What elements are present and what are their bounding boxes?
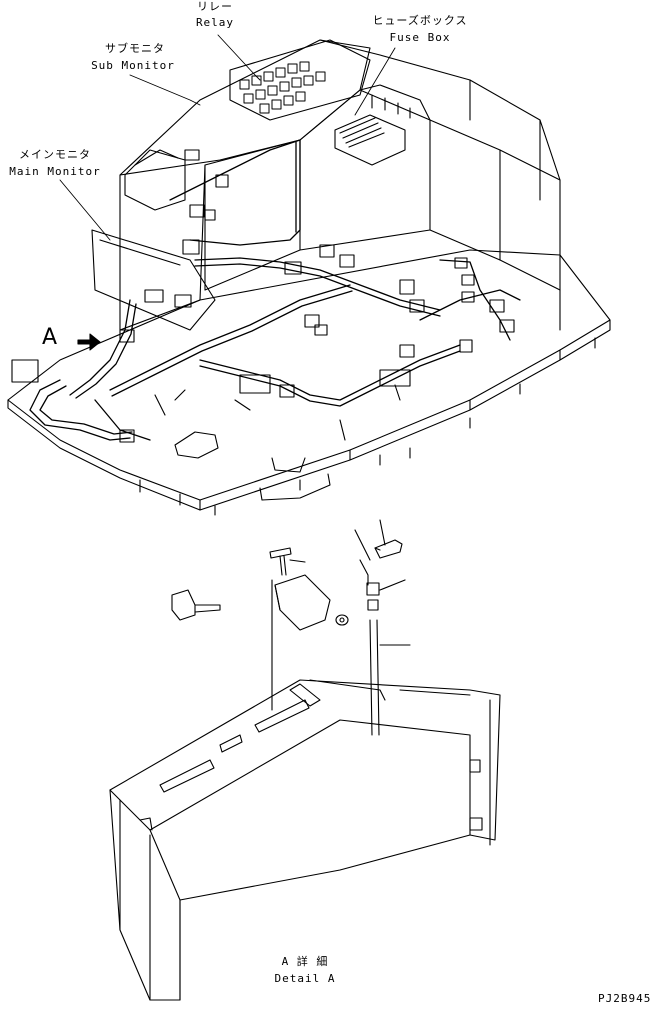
- sub-monitor-label-en: Sub Monitor: [91, 59, 175, 72]
- fuse-box-label-jp: ヒューズボックス: [372, 14, 468, 27]
- detail-a-parts: [171, 519, 411, 736]
- fuse-box-label-en: Fuse Box: [389, 31, 451, 44]
- sub-monitor-label-jp: サブモニタ: [105, 42, 165, 55]
- detail-a-label-jp: A 詳 細: [281, 955, 329, 968]
- floor-details: [154, 384, 401, 473]
- main-monitor-label-jp: メインモニタ: [19, 148, 91, 161]
- view-a-arrow-icon: [77, 333, 101, 351]
- connectors: [11, 149, 515, 443]
- view-a-label: A: [42, 325, 58, 350]
- leader-lines: [59, 34, 396, 241]
- drawing-code: PJ2B945: [598, 992, 652, 1005]
- relay-panel: [229, 39, 371, 121]
- cab-body: [119, 39, 561, 331]
- fuse-box: [334, 84, 431, 166]
- relay-label-en: Relay: [195, 16, 235, 29]
- relay-label-jp: リレー: [197, 0, 233, 13]
- detail-a-frame: [109, 679, 501, 1001]
- detail-a-label-en: Detail A: [274, 972, 336, 985]
- main-monitor-label-en: Main Monitor: [9, 165, 101, 178]
- harness-main: [29, 139, 521, 441]
- main-monitor: [91, 229, 216, 331]
- floor-plate: [7, 249, 611, 516]
